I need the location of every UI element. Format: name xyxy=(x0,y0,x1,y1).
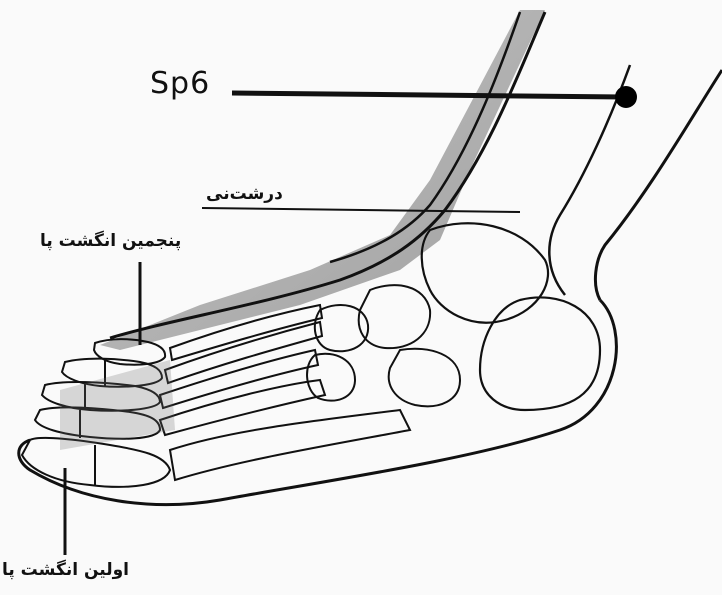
tendon-shading xyxy=(100,10,545,350)
cuboid xyxy=(389,349,460,407)
toe-shading xyxy=(60,360,175,450)
sp6-label: Sp6 xyxy=(150,66,210,101)
cuneiform-2 xyxy=(307,354,355,401)
tendon-label: درشت‌نی xyxy=(206,184,283,204)
fifth-toe-label: پنجمین انگشت پا xyxy=(40,231,181,251)
calcaneus xyxy=(480,297,600,410)
metatarsal-2 xyxy=(160,380,325,435)
sp6-point xyxy=(615,86,637,108)
first-toe-label: اولین انگشت پا xyxy=(2,560,129,580)
sp6-leader-line xyxy=(232,93,624,97)
metatarsal-1 xyxy=(170,410,410,480)
tendon-leader-line xyxy=(202,208,520,212)
navicular xyxy=(359,285,430,348)
metatarsal-3 xyxy=(160,350,318,408)
